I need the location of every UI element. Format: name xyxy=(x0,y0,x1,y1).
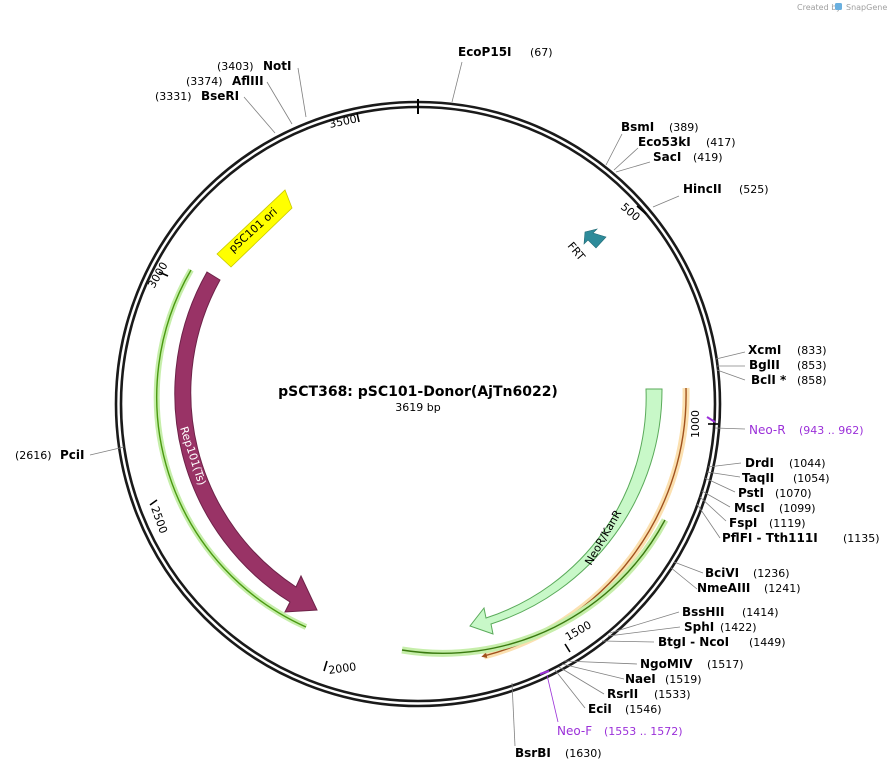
enzyme-name: HincII xyxy=(683,182,722,196)
enzyme-name: EciI xyxy=(588,702,612,716)
enzyme-name: NgoMIV xyxy=(640,657,693,671)
enzyme-position: (1119) xyxy=(769,517,806,530)
enzyme-position: (3403) xyxy=(217,60,254,73)
plasmid-title: pSCT368: pSC101-Donor(AjTn6022) xyxy=(278,384,558,400)
enzyme-name: SacI xyxy=(653,150,681,164)
neo-r-primer-bar xyxy=(706,416,716,423)
tick-marks xyxy=(149,112,718,672)
enzyme-name: SphI xyxy=(684,620,714,634)
frt-feature-arrow xyxy=(583,228,607,249)
enzyme-name: BglII xyxy=(749,358,780,372)
neor-green-orf-line xyxy=(401,519,666,655)
psc101-ori-label: pSC101 ori xyxy=(226,205,280,255)
enzyme-name: BseRI xyxy=(201,89,239,103)
enzyme-name: EcoP15I xyxy=(458,45,512,59)
enzyme-position: (833) xyxy=(797,344,827,357)
neo-f-primer-position: (1553 .. 1572) xyxy=(604,725,683,738)
enzyme-position: (3331) xyxy=(155,90,192,103)
created-by-label: Created by xyxy=(797,3,841,12)
enzyme-name: NotI xyxy=(263,59,292,73)
enzyme-position: (1241) xyxy=(764,582,801,595)
neo-f-primer-bar xyxy=(539,670,550,675)
enzyme-position: (419) xyxy=(693,151,723,164)
enzyme-position: (1519) xyxy=(665,673,702,686)
enzyme-name: RsrII xyxy=(607,687,638,701)
enzyme-name: BssHII xyxy=(682,605,724,619)
tick-label-2500: 2500 xyxy=(148,505,170,536)
neo-r-primer-name: Neo-R xyxy=(749,423,786,437)
enzyme-name: PstI xyxy=(738,486,764,500)
enzyme-name: MscI xyxy=(734,501,765,515)
rep101-orf-outline xyxy=(153,268,308,630)
snapgene-logo-icon xyxy=(835,3,842,10)
enzyme-name: XcmI xyxy=(748,343,781,357)
enzyme-position: (1044) xyxy=(789,457,826,470)
enzyme-leaders xyxy=(89,61,746,747)
enzyme-name: PciI xyxy=(60,448,85,462)
snapgene-brand: SnapGene xyxy=(846,3,887,12)
neo-f-primer-name: Neo-F xyxy=(557,724,592,738)
enzyme-name: NmeAIII xyxy=(697,581,750,595)
enzyme-name: BclI * xyxy=(751,373,787,387)
enzyme-position: (1054) xyxy=(793,472,830,485)
enzyme-name: FspI xyxy=(729,516,757,530)
enzyme-name: BciVI xyxy=(705,566,739,580)
enzyme-name: BsmI xyxy=(621,120,654,134)
plasmid-length: 3619 bp xyxy=(395,401,440,414)
enzyme-position: (1517) xyxy=(707,658,744,671)
enzyme-position: (858) xyxy=(797,374,827,387)
enzyme-position: (1533) xyxy=(654,688,691,701)
neor-kanr-feature xyxy=(469,388,663,635)
tick-label-2000: 2000 xyxy=(328,660,358,677)
enzyme-name: TaqII xyxy=(742,471,774,485)
enzyme-name: Eco53kI xyxy=(638,135,691,149)
psc101-ori-feature xyxy=(216,189,293,268)
enzyme-position: (525) xyxy=(739,183,769,196)
tick-label-3500: 3500 xyxy=(328,112,358,131)
neo-r-primer-position: (943 .. 962) xyxy=(799,424,864,437)
enzyme-position: (1449) xyxy=(749,636,786,649)
neor-green-orf-outline xyxy=(401,518,669,657)
enzyme-position: (853) xyxy=(797,359,827,372)
enzyme-name: NaeI xyxy=(625,672,656,686)
enzyme-position: (1070) xyxy=(775,487,812,500)
enzyme-labels: EcoP15I (67) BsmI (389) Eco53kI (417) Sa… xyxy=(15,45,880,760)
enzyme-position: (1236) xyxy=(753,567,790,580)
tick-label-1000: 1000 xyxy=(689,410,702,438)
neor-kanr-label: NeoR/KanR xyxy=(582,507,624,567)
enzyme-position: (1099) xyxy=(779,502,816,515)
enzyme-position: (1414) xyxy=(742,606,779,619)
enzyme-name: DrdI xyxy=(745,456,774,470)
enzyme-name: BtgI - NcoI xyxy=(658,635,729,649)
enzyme-name: BsrBI xyxy=(515,746,551,760)
enzyme-name: AflIII xyxy=(232,74,264,88)
enzyme-position: (389) xyxy=(669,121,699,134)
rep101-orf-line xyxy=(156,269,307,628)
enzyme-position: (1422) xyxy=(720,621,757,634)
enzyme-name: PflFI - Tth111I xyxy=(722,531,818,545)
enzyme-position: (2616) xyxy=(15,449,52,462)
rep101-feature xyxy=(174,271,318,613)
enzyme-position: (1630) xyxy=(565,747,602,760)
enzyme-position: (417) xyxy=(706,136,736,149)
enzyme-position: (1546) xyxy=(625,703,662,716)
enzyme-position: (3374) xyxy=(186,75,223,88)
enzyme-position: (1135) xyxy=(843,532,880,545)
enzyme-position: (67) xyxy=(530,46,553,59)
